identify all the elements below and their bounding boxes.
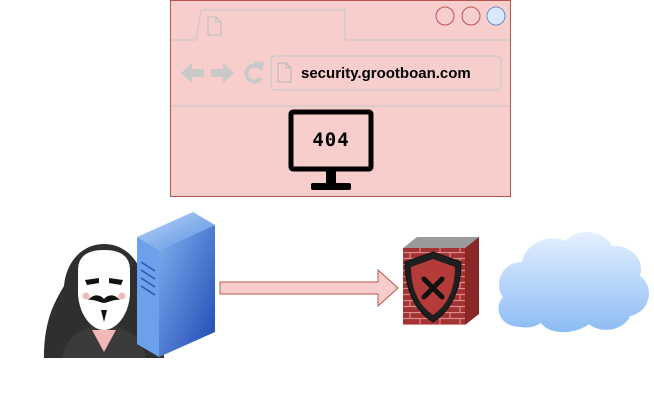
address-bar[interactable] bbox=[270, 55, 502, 91]
window-maximize-button[interactable] bbox=[461, 6, 481, 26]
monitor-error-icon: 404 bbox=[288, 109, 374, 190]
address-url: security.grootboan.com bbox=[301, 65, 471, 82]
back-arrow-icon[interactable] bbox=[181, 63, 204, 83]
browser-frame bbox=[170, 0, 511, 197]
firewall-blocked-icon bbox=[403, 237, 479, 325]
address-page-icon bbox=[277, 62, 292, 83]
error-code: 404 bbox=[312, 129, 349, 151]
server-icon bbox=[137, 212, 215, 357]
browser-window: security.grootboan.com 404 bbox=[170, 0, 511, 197]
anonymous-hacker-icon bbox=[44, 244, 164, 358]
reload-icon[interactable] bbox=[244, 61, 264, 84]
cloud-icon bbox=[498, 232, 650, 333]
browser-tab[interactable] bbox=[171, 9, 346, 41]
tab-page-icon bbox=[207, 16, 222, 36]
window-close-button[interactable] bbox=[486, 6, 506, 26]
window-minimize-button[interactable] bbox=[435, 6, 455, 26]
forward-arrow-icon[interactable] bbox=[211, 63, 234, 83]
request-arrow bbox=[219, 268, 399, 308]
